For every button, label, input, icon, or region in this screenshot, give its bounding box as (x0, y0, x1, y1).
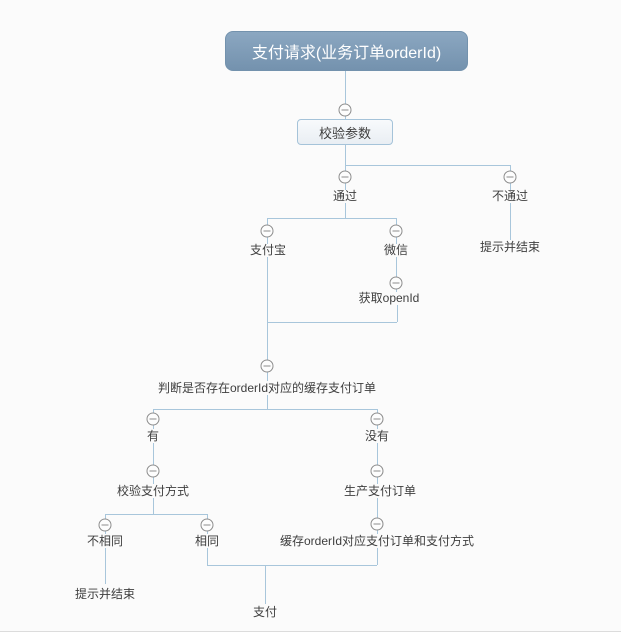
connector-line (510, 203, 511, 240)
minus-glyph (203, 524, 211, 526)
topic-exists[interactable]: 有 (146, 429, 160, 443)
topic-not-exists[interactable]: 没有 (364, 429, 390, 443)
collapse-minus-icon[interactable] (260, 359, 274, 373)
connector-line (267, 218, 396, 219)
topic-different[interactable]: 不相同 (86, 534, 124, 548)
topic-same[interactable]: 相同 (194, 534, 220, 548)
connector-line (397, 305, 398, 322)
connector-line (267, 395, 268, 409)
connector-line (345, 203, 346, 218)
connector-line (267, 322, 397, 323)
minus-glyph (149, 418, 157, 420)
topic-wechat[interactable]: 微信 (383, 243, 409, 257)
connector-line (267, 322, 268, 381)
collapse-minus-icon[interactable] (200, 518, 214, 532)
collapse-minus-icon[interactable] (389, 224, 403, 238)
connector-line (377, 498, 378, 534)
topic-prompt-and-end-right[interactable]: 提示并结束 (479, 240, 541, 254)
connector-line (153, 498, 154, 514)
collapse-minus-icon[interactable] (338, 103, 352, 117)
collapse-minus-icon[interactable] (146, 412, 160, 426)
collapse-minus-icon[interactable] (260, 224, 274, 238)
connector-line (265, 565, 266, 604)
collapse-minus-icon[interactable] (370, 517, 384, 531)
collapse-minus-icon[interactable] (98, 518, 112, 532)
collapse-minus-icon[interactable] (338, 170, 352, 184)
connector-line (105, 514, 207, 515)
topic-payment-request[interactable]: 支付请求(业务订单orderId) (225, 31, 468, 71)
connector-line (345, 71, 346, 119)
topic-prompt-and-end-left[interactable]: 提示并结束 (74, 587, 136, 601)
topic-create-pay-order[interactable]: 生产支付订单 (343, 484, 417, 498)
connector-line (377, 443, 378, 484)
collapse-minus-icon[interactable] (389, 276, 403, 290)
topic-validate-params[interactable]: 校验参数 (297, 119, 393, 145)
topic-cache-order-and-method[interactable]: 缓存orderId对应支付订单和支付方式 (279, 534, 475, 548)
minus-glyph (263, 230, 271, 232)
connector-line (153, 409, 377, 410)
connector-line (207, 565, 377, 566)
connector-line (153, 443, 154, 484)
connector-line (345, 165, 510, 166)
collapse-minus-icon[interactable] (370, 412, 384, 426)
connector-line (267, 257, 268, 322)
topic-not-pass[interactable]: 不通过 (491, 189, 529, 203)
topic-pay[interactable]: 支付 (252, 605, 278, 619)
topic-get-openid[interactable]: 获取openId (358, 291, 420, 305)
connector-line (207, 548, 208, 565)
topic-verify-pay-method[interactable]: 校验支付方式 (116, 484, 190, 498)
minus-glyph (373, 470, 381, 472)
minus-glyph (392, 282, 400, 284)
collapse-minus-icon[interactable] (146, 464, 160, 478)
connector-line (105, 548, 106, 584)
minus-glyph (149, 470, 157, 472)
minus-glyph (373, 418, 381, 420)
connector-line (377, 548, 378, 565)
connector-line (345, 145, 346, 165)
connector-line (396, 257, 397, 292)
minus-glyph (101, 524, 109, 526)
minus-glyph (341, 109, 349, 111)
minus-glyph (373, 523, 381, 525)
topic-check-cached-pay-order[interactable]: 判断是否存在orderId对应的缓存支付订单 (157, 381, 377, 395)
topic-pass[interactable]: 通过 (332, 189, 358, 203)
collapse-minus-icon[interactable] (370, 464, 384, 478)
topic-alipay[interactable]: 支付宝 (249, 243, 287, 257)
minus-glyph (263, 365, 271, 367)
minus-glyph (392, 230, 400, 232)
collapse-minus-icon[interactable] (503, 170, 517, 184)
minus-glyph (506, 176, 514, 178)
minus-glyph (341, 176, 349, 178)
